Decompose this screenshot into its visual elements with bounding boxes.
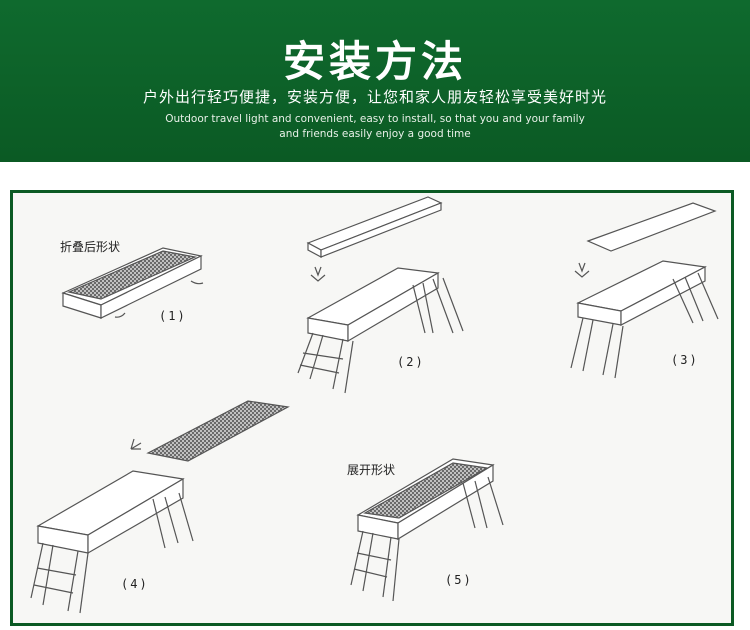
unfolded-grill-figure [350, 458, 504, 602]
step-5-label: (5) [445, 573, 473, 587]
frame-with-plate-figure [570, 202, 719, 379]
instruction-diagram [30, 196, 719, 614]
folded-grill-figure [61, 247, 204, 319]
step-3-label: (3) [671, 353, 699, 367]
step-1-label: (1) [159, 309, 187, 323]
unfolded-shape-label: 展开形状 [347, 463, 396, 477]
frame-with-tray-figure [297, 196, 464, 394]
grill-grid-figure [130, 400, 290, 462]
step-2-label: (2) [397, 355, 425, 369]
instruction-diagram-panel: 折叠后形状 展开形状 (1) (2) (3) (4) (5) [10, 190, 734, 626]
step-4-label: (4) [121, 577, 149, 591]
header-banner: 安装方法 户外出行轻巧便捷，安装方便，让您和家人朋友轻松享受美好时光 Outdo… [0, 0, 750, 162]
subtitle-english-line-1: Outdoor travel light and convenient, eas… [165, 113, 585, 125]
subtitle-english-line-2: and friends easily enjoy a good time [279, 128, 471, 140]
subtitle-chinese: 户外出行轻巧便捷，安装方便，让您和家人朋友轻松享受美好时光 [142, 88, 607, 106]
page-title: 安装方法 [282, 37, 467, 86]
folded-shape-label: 折叠后形状 [60, 240, 121, 254]
subtitle-english: Outdoor travel light and convenient, eas… [0, 112, 750, 142]
frame-with-charcoal-figure [30, 470, 194, 614]
